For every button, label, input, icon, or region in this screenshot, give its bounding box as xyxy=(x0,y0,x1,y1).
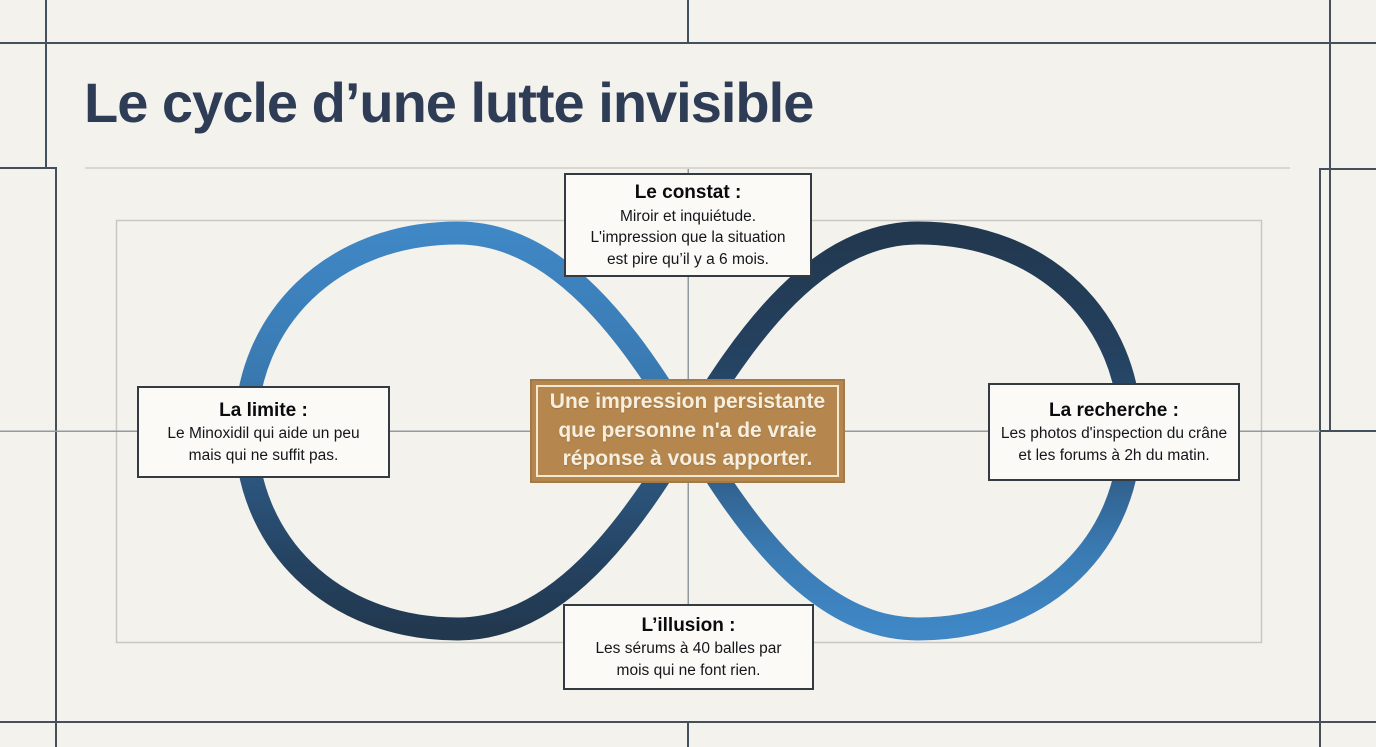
node-recherche-body: Les photos d'inspection du crâne et les … xyxy=(1000,425,1228,464)
node-center-conclusion: Une impression persistante que personne … xyxy=(530,379,845,483)
page-title: Le cycle d’une lutte invisible xyxy=(84,71,814,134)
node-illusion-body: Les sérums à 40 balles par mois qui ne f… xyxy=(595,640,782,679)
node-recherche: La recherche : Les photos d'inspection d… xyxy=(988,383,1240,481)
node-recherche-title: La recherche : xyxy=(1049,399,1179,421)
node-limite-body: Le Minoxidil qui aide un peu mais qui ne… xyxy=(167,425,360,464)
node-center-text: Une impression persistante que personne … xyxy=(549,389,826,471)
node-limite: La limite : Le Minoxidil qui aide un peu… xyxy=(137,386,390,478)
node-illusion: L’illusion : Les sérums à 40 balles par … xyxy=(563,604,814,690)
node-illusion-title: L’illusion : xyxy=(641,614,736,636)
node-constat-title: Le constat : xyxy=(634,182,742,204)
node-constat-body: Miroir et inquiétude. L'impression que l… xyxy=(590,207,786,268)
node-constat: Le constat : Miroir et inquiétude. L'imp… xyxy=(564,173,812,277)
node-limite-title: La limite : xyxy=(219,399,308,421)
